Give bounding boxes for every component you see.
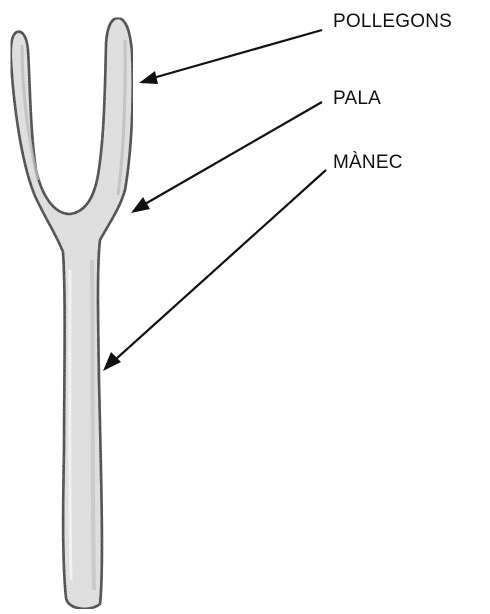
forked-stick-body — [11, 18, 133, 609]
handle-shade — [92, 260, 94, 590]
arrow-manec — [103, 170, 326, 371]
arrow-pala — [131, 102, 322, 213]
label-manec: MÀNEC — [333, 152, 403, 174]
label-pala: PALA — [333, 88, 381, 110]
label-pollegons: POLLEGONS — [333, 11, 452, 33]
handle-highlight — [70, 270, 71, 580]
arrow-pollegons — [139, 30, 322, 84]
